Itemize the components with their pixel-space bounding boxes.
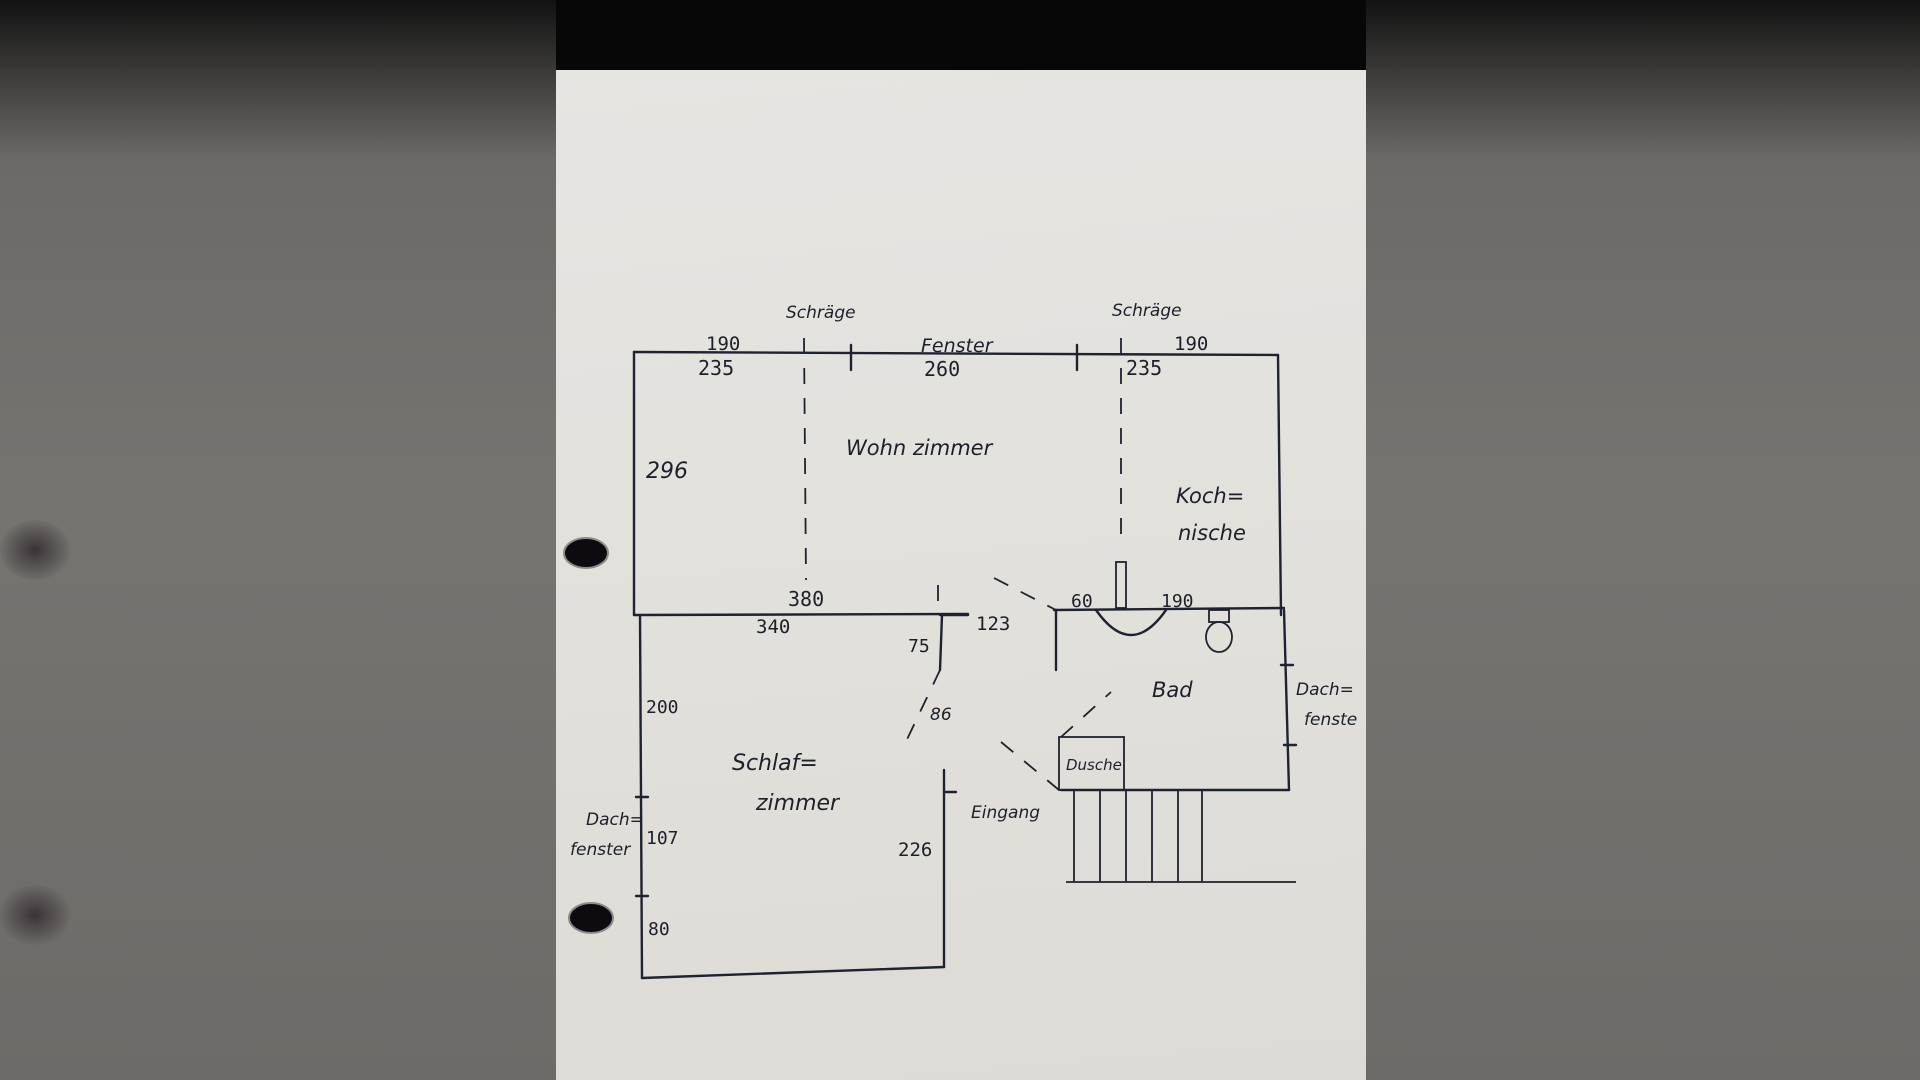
stairs <box>1066 790 1296 883</box>
label-roof-window-left-1: Dach= <box>586 810 644 830</box>
label-window: Fenster <box>921 335 994 357</box>
label-slope-right: Schräge <box>1112 301 1182 321</box>
room-kitchen-line2: nische <box>1178 521 1246 545</box>
room-bath: Bad <box>1152 678 1193 702</box>
bath-dash-shower <box>1060 691 1112 738</box>
kitchen-block <box>1115 561 1127 609</box>
dim-top-right-lower: 235 <box>1126 356 1162 380</box>
bath-dash-door <box>1000 741 1060 791</box>
label-slope-left: Schräge <box>786 303 856 323</box>
wall-right-upper <box>1276 353 1283 617</box>
dim-door-75: 75 <box>908 636 930 657</box>
dim-bath-top-a: 60 <box>1071 591 1093 612</box>
blurred-punch-hole <box>0 520 70 580</box>
wall-middle <box>632 612 970 617</box>
label-roof-window-left-2: fenster <box>570 840 631 860</box>
wall-middle-right <box>1052 606 1286 612</box>
label-roof-window-right-2: fenste <box>1304 710 1357 730</box>
room-bedroom-line2: zimmer <box>755 791 841 816</box>
dim-bed-left-window: 107 <box>646 828 679 849</box>
dim-top-mid: 260 <box>924 357 960 381</box>
dark-top-band <box>556 0 1366 75</box>
label-roof-window-right-1: Dach= <box>1296 680 1354 700</box>
shower-box <box>1058 736 1125 791</box>
background-left <box>0 0 556 1080</box>
wall-top <box>632 350 1280 357</box>
paper-sheet: Schräge Schräge Fenster 190 235 260 190 … <box>556 70 1366 1080</box>
dim-door-gap: 123 <box>976 613 1010 635</box>
floor-plan-drawing: Schräge Schräge Fenster 190 235 260 190 … <box>563 301 1357 980</box>
room-kitchen-line1: Koch= <box>1176 484 1244 508</box>
dim-bed-left-bottom: 80 <box>648 919 670 940</box>
dim-bed-right: 226 <box>898 839 932 861</box>
dim-middle-lower: 340 <box>756 616 790 638</box>
room-shower: Dusche <box>1066 756 1122 774</box>
label-entrance: Eingang <box>971 803 1040 823</box>
punch-hole-bottom <box>568 902 614 934</box>
bath-dash-top <box>993 577 1057 611</box>
dim-top-left-upper: 190 <box>706 333 740 355</box>
bath-wall-right <box>1282 608 1291 792</box>
bedroom-door-swing <box>901 669 941 751</box>
dim-top-left-lower: 235 <box>698 356 734 380</box>
bed-wall-bottom <box>640 965 946 980</box>
room-living: Wohn zimmer <box>846 436 994 460</box>
dim-middle-upper: 380 <box>788 587 824 611</box>
dim-top-right-upper: 190 <box>1174 333 1208 355</box>
dim-left-height: 296 <box>646 459 688 484</box>
punch-hole-top <box>563 537 609 569</box>
bed-wall-right-upper <box>938 613 944 672</box>
blurred-punch-hole <box>0 885 70 945</box>
dim-bed-left-top: 200 <box>646 697 679 718</box>
sink <box>1094 608 1168 636</box>
toilet <box>1205 609 1233 653</box>
dim-bath-top-b: 190 <box>1161 591 1194 612</box>
dim-door-86: 86 <box>930 705 952 725</box>
room-bedroom-line1: Schlaf= <box>732 751 818 776</box>
slope-line-left <box>803 337 807 581</box>
background-right <box>1366 0 1920 1080</box>
